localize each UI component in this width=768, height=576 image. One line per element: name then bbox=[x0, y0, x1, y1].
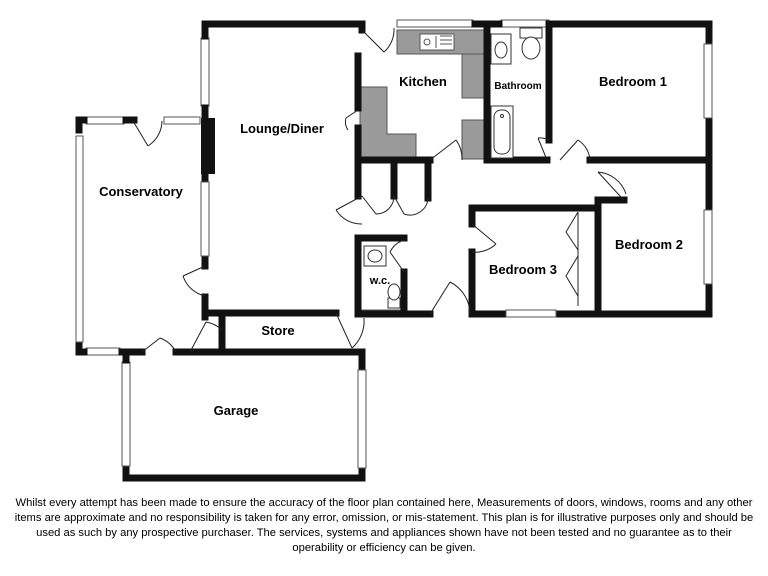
lounge-diner-label: Lounge/Diner bbox=[240, 121, 324, 136]
wardrobe bbox=[565, 211, 579, 306]
conservatory-label: Conservatory bbox=[99, 184, 184, 199]
store-label: Store bbox=[261, 323, 294, 338]
wc-fixtures bbox=[363, 245, 401, 309]
bedroom-2-label: Bedroom 2 bbox=[615, 237, 683, 252]
bathroom-label: Bathroom bbox=[494, 81, 541, 92]
walls bbox=[75, 20, 713, 482]
floor-plan: Lounge/Diner Kitchen Bathroom Bedroom 1 … bbox=[75, 19, 713, 482]
bedroom-3-label: Bedroom 3 bbox=[489, 262, 557, 277]
garage-label: Garage bbox=[214, 403, 259, 418]
doors bbox=[132, 27, 627, 353]
bathroom-fixtures bbox=[490, 27, 543, 159]
kitchen-sink bbox=[419, 33, 455, 51]
bedroom-1-label: Bedroom 1 bbox=[599, 74, 667, 89]
disclaimer-text: Whilst every attempt has been made to en… bbox=[14, 497, 754, 554]
wc-label: w.c. bbox=[369, 275, 390, 287]
kitchen-label: Kitchen bbox=[399, 74, 447, 89]
kitchen-worktops bbox=[359, 29, 488, 160]
